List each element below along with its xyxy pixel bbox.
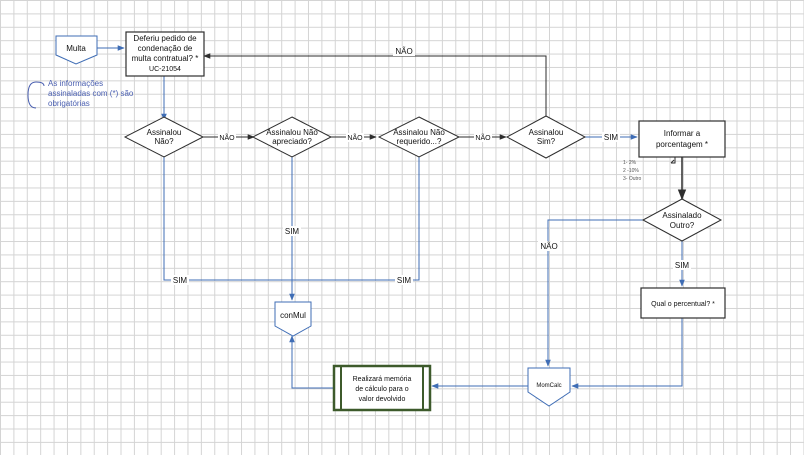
label-sim-outro: SIM xyxy=(675,261,690,270)
d4-line-2: Sim? xyxy=(537,137,556,146)
deferiu-process[interactable]: Deferiu pedido de condenação de multa co… xyxy=(125,31,205,77)
edge-labels: NÃO NÃO NÃO NÃO SIM SIM SIM SIM SIM NÃO xyxy=(171,46,691,285)
label-nao-top: NÃO xyxy=(395,47,412,56)
decision-nao-apreciado[interactable]: Assinalou Não apreciado? xyxy=(251,116,333,158)
d3-line-1: Assinalou Não xyxy=(393,128,445,137)
deferiu-line-2: condenação de xyxy=(138,44,193,53)
edge-informar-options xyxy=(671,157,676,164)
label-sim-left: SIM xyxy=(173,276,188,285)
informar-process[interactable]: Informar a porcentagem * xyxy=(638,120,726,158)
annotation-note: As informações assinaladas com (*) são o… xyxy=(27,79,134,109)
d1-line-1: Assinalou xyxy=(147,128,182,137)
momcalc-node[interactable]: MomCalc xyxy=(527,367,571,407)
deferiu-uc-code: UC-21054 xyxy=(149,66,181,73)
note-line-2: assinaladas com (*) são xyxy=(48,89,134,98)
outro-line-1: Assinalado xyxy=(662,211,702,220)
note-line-1: As informações xyxy=(48,79,103,88)
edge-outro-momcalc xyxy=(545,219,643,367)
qual-percentual-process[interactable]: Qual o percentual? * xyxy=(640,287,726,319)
conmul-label: conMul xyxy=(280,311,306,320)
label-nao-1: NÃO xyxy=(219,133,235,142)
option-3: 3- Outro xyxy=(623,176,642,182)
decision-nao-requerido[interactable]: Assinalou Não requerido...? xyxy=(377,116,461,158)
option-2: 2 -10% xyxy=(623,168,639,174)
note-line-3: obrigatórias xyxy=(48,99,90,108)
decision-assinalou-nao[interactable]: Assinalou Não? xyxy=(123,116,205,158)
label-sim-informar: SIM xyxy=(604,133,619,142)
deferiu-line-3: multa contratual? * xyxy=(132,54,199,63)
edge-realizara-conmul xyxy=(289,335,334,389)
realizara-line-1: Realizará memória xyxy=(353,376,412,383)
momcalc-label: MomCalc xyxy=(536,383,561,389)
informar-line-1: Informar a xyxy=(664,129,701,138)
d2-line-2: apreciado? xyxy=(272,137,312,146)
edge-d1-sim xyxy=(163,157,292,281)
decision-assinalou-sim[interactable]: Assinalou Sim? xyxy=(505,115,587,159)
label-nao-3: NÃO xyxy=(475,133,491,142)
edge-d3-sim xyxy=(292,157,420,281)
edge-qual-momcalc xyxy=(571,318,683,389)
decision-assinalado-outro[interactable]: Assinalado Outro? xyxy=(641,198,723,242)
qual-label: Qual o percentual? * xyxy=(651,301,715,308)
connectors xyxy=(97,45,687,389)
conmul-node[interactable]: conMul xyxy=(274,301,312,337)
label-sim-right: SIM xyxy=(397,276,412,285)
d4-line-1: Assinalou xyxy=(529,128,564,137)
label-nao-2: NÃO xyxy=(347,133,363,142)
informar-line-2: porcentagem * xyxy=(656,140,708,149)
deferiu-line-1: Deferiu pedido de xyxy=(133,34,197,43)
outro-line-2: Outro? xyxy=(670,221,695,230)
realizara-line-3: valor devolvido xyxy=(359,396,406,403)
realizara-subprocess[interactable]: Realizará memória de cálculo para o valo… xyxy=(332,364,432,412)
option-1: 1- 2% xyxy=(623,160,637,166)
label-sim-mid: SIM xyxy=(285,227,300,236)
edge-d4-deferiu xyxy=(203,53,547,116)
realizara-line-2: de cálculo para o xyxy=(355,386,408,393)
d2-line-1: Assinalou Não xyxy=(266,128,318,137)
d3-line-2: requerido...? xyxy=(397,137,442,146)
label-nao-outro: NÃO xyxy=(540,242,557,251)
d1-line-2: Não? xyxy=(154,137,174,146)
percentage-options: 1- 2% 2 -10% 3- Outro xyxy=(623,160,642,182)
multa-label: Multa xyxy=(66,44,86,53)
multa-node[interactable]: Multa xyxy=(55,35,98,65)
